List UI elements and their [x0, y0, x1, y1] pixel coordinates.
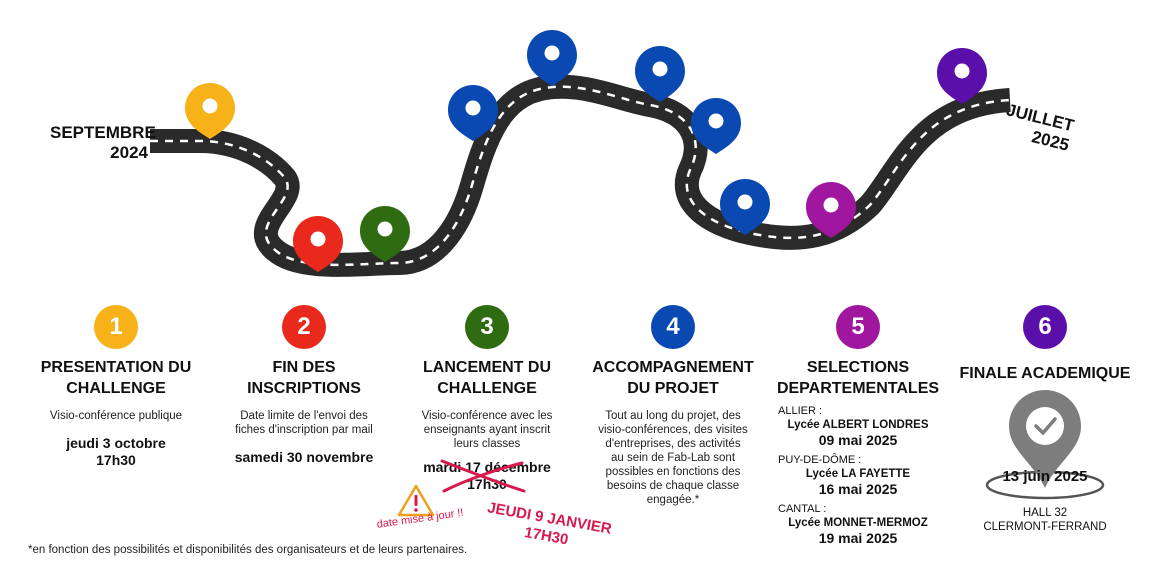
step-1-description: Visio-conférence publique: [49, 410, 183, 422]
step-6-place-line1: HALL 32: [1022, 507, 1068, 519]
map-pin-icon: [360, 206, 410, 262]
step-2-title-line1: FIN DES: [272, 359, 336, 376]
step-4-desc-line1: Tout au long du projet, des: [605, 410, 741, 422]
step-6-title: FINALE ACADEMIQUE: [959, 365, 1131, 382]
step-2-desc-line1: Date limite de l'envoi des: [240, 410, 368, 422]
step-1-title-line2: CHALLENGE: [66, 380, 166, 397]
selection-date: 19 mai 2025: [818, 530, 898, 546]
step-5-title-line2: DEPARTEMENTALES: [776, 380, 940, 397]
step-3-title-line2: CHALLENGE: [437, 380, 537, 397]
step-4-desc-line4: au sein de Fab-Lab sont: [610, 452, 736, 464]
map-pin-icon: [635, 46, 685, 102]
final-pin-area: 13 juin 2025: [955, 388, 1135, 500]
step-6-place: HALL 32 CLERMONT-FERRAND: [955, 506, 1135, 534]
map-pin-icon: [527, 30, 577, 86]
road: [150, 74, 1011, 277]
map-pin-icon: [293, 216, 343, 272]
selection-allier: ALLIER : Lycée ALBERT LONDRES 09 mai 202…: [772, 405, 944, 448]
step-5: 5 SELECTIONS DEPARTEMENTALES ALLIER : Ly…: [772, 305, 944, 546]
step-3-desc-line3: leurs classes: [453, 438, 521, 450]
step-1-date: jeudi 3 octobre 17h30: [30, 435, 202, 469]
selection-puy-de-dome: PUY-DE-DÔME : Lycée LA FAYETTE 16 mai 20…: [772, 454, 944, 497]
step-4-description: Tout au long du projet, des visio-confér…: [585, 409, 761, 507]
step-4-desc-line7: engagée.*: [646, 494, 700, 506]
step-1: 1 PRESENTATION DU CHALLENGE Visio-confér…: [30, 305, 202, 469]
step-4: 4 ACCOMPAGNEMENT DU PROJET Tout au long …: [585, 305, 761, 507]
selection-dept: CANTAL :: [778, 503, 827, 515]
selection-dept: PUY-DE-DÔME :: [778, 454, 862, 466]
map-pin-icon: [691, 98, 741, 154]
road-asphalt: [150, 74, 1011, 277]
step-2-badge: 2: [282, 305, 326, 349]
step-6-place-line2: CLERMONT-FERRAND: [983, 521, 1107, 533]
step-4-title-line1: ACCOMPAGNEMENT: [592, 359, 754, 376]
step-4-desc-line3: d'entreprises, des activités: [605, 438, 741, 450]
step-5-badge: 5: [836, 305, 880, 349]
step-4-title-line2: DU PROJET: [627, 380, 719, 397]
strikethrough-cross: [440, 459, 526, 493]
milestone-pins: [185, 30, 987, 272]
step-1-date-line2: 17h30: [96, 452, 136, 468]
step-6-badge: 6: [1023, 305, 1067, 349]
step-4-desc-line5: possibles en fonctions des: [605, 466, 741, 478]
selection-date: 09 mai 2025: [818, 432, 898, 448]
step-3-desc-line1: Visio-conférence avec les: [421, 410, 553, 422]
map-pin-icon: [448, 85, 498, 141]
step-1-date-line1: jeudi 3 octobre: [66, 435, 166, 451]
start-label-year: 2024: [110, 143, 148, 162]
map-pin-icon: [720, 179, 770, 235]
step-3-title-line1: LANCEMENT DU: [423, 359, 551, 376]
step-4-desc-line2: visio-conférences, des visites: [598, 424, 748, 436]
step-3: 3 LANCEMENT DU CHALLENGE Visio-conférenc…: [402, 305, 572, 493]
step-4-badge: 4: [651, 305, 695, 349]
step-3-desc-line2: enseignants ayant inscrit: [423, 424, 551, 436]
selection-cantal: CANTAL : Lycée MONNET-MERMOZ 19 mai 2025: [772, 503, 944, 546]
map-pin-icon: [806, 182, 856, 238]
step-2-title: FIN DES INSCRIPTIONS: [218, 357, 390, 399]
step-6: 6 FINALE ACADEMIQUE 13 juin 2025 HALL 32…: [955, 305, 1135, 534]
timeline-road-illustration: [150, 30, 1011, 277]
step-5-title-line1: SELECTIONS: [806, 359, 910, 376]
selection-school: Lycée MONNET-MERMOZ: [788, 517, 928, 529]
selection-school: Lycée ALBERT LONDRES: [787, 419, 929, 431]
step-5-selections: ALLIER : Lycée ALBERT LONDRES 09 mai 202…: [772, 405, 944, 546]
step-4-title: ACCOMPAGNEMENT DU PROJET: [585, 357, 761, 399]
warning-icon: [396, 483, 436, 519]
step-1-badge: 1: [94, 305, 138, 349]
step-2: 2 FIN DES INSCRIPTIONS Date limite de l'…: [218, 305, 390, 466]
step-3-title: LANCEMENT DU CHALLENGE: [402, 357, 572, 399]
step-3-badge: 3: [465, 305, 509, 349]
step-2-description: Date limite de l'envoi des fiches d'insc…: [218, 409, 390, 437]
start-label-month: SEPTEMBRE: [50, 123, 156, 142]
step-3-description: Visio-conférence avec les enseignants ay…: [402, 409, 572, 451]
step-4-desc-line6: besoins de chaque classe: [606, 480, 740, 492]
map-pin-icon: [185, 83, 235, 139]
footnote: *en fonction des possibilités et disponi…: [28, 544, 468, 556]
start-label: SEPTEMBRE 2024: [50, 123, 156, 163]
final-location-pin-icon: [985, 390, 1105, 500]
step-2-date: samedi 30 novembre: [234, 449, 374, 465]
selection-dept: ALLIER :: [778, 405, 823, 417]
step-1-title: PRESENTATION DU CHALLENGE: [30, 357, 202, 399]
selection-school: Lycée LA FAYETTE: [805, 468, 911, 480]
step-5-title: SELECTIONS DEPARTEMENTALES: [772, 357, 944, 399]
step-1-title-line1: PRESENTATION DU: [40, 359, 192, 376]
step-3-old-date-line2: 17h30: [467, 476, 507, 492]
selection-date: 16 mai 2025: [818, 481, 898, 497]
step-6-date: 13 juin 2025: [1002, 468, 1088, 485]
map-pin-icon: [937, 48, 987, 104]
step-2-desc-line2: fiches d'inscription par mail: [235, 424, 373, 436]
step-2-title-line2: INSCRIPTIONS: [247, 380, 361, 397]
step-3-old-date: mardi 17 décembre 17h30: [402, 459, 572, 493]
